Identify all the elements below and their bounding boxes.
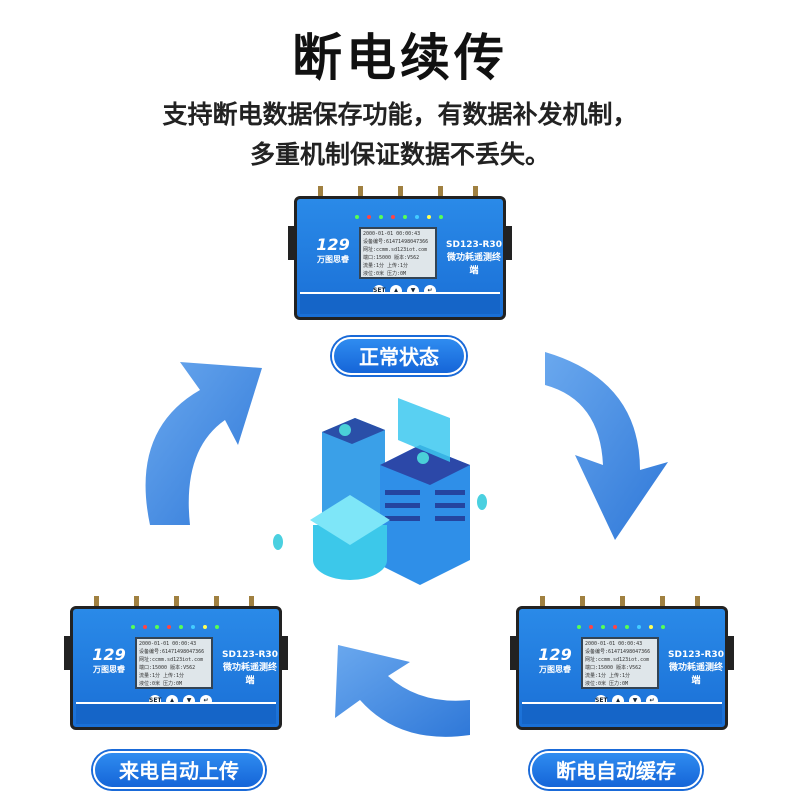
screen-line: 端口:15000 版本:V562 (585, 665, 642, 671)
antenna (214, 596, 219, 608)
screen-line: 设备编号:61471498047366 (585, 649, 651, 655)
antenna (249, 596, 254, 608)
screen-line: 流量:1分 上传:1分 (585, 673, 631, 679)
screen-line: 液位:0米 压力:0M (585, 681, 629, 687)
screen-line: 端口:15000 版本:V562 (139, 665, 196, 671)
page-title: 断电续传 (292, 29, 508, 87)
terminal-block (76, 702, 276, 724)
status-leds (577, 625, 665, 629)
antenna (358, 186, 363, 198)
screen-line: 液位:0米 压力:0M (139, 681, 183, 687)
mount-ear (504, 226, 512, 260)
screen-line: 流量:1分 上传:1分 (139, 673, 185, 679)
screen-line: 网址:ccmm.sd123iot.com (363, 247, 428, 253)
screen-line: 端口:15000 版本:V562 (363, 255, 420, 261)
screen-line: 2000-01-01 00:00:43 (363, 231, 421, 237)
mount-ear (288, 226, 296, 260)
antenna (438, 186, 443, 198)
antenna (660, 596, 665, 608)
terminal-block (300, 292, 500, 314)
antenna (580, 596, 585, 608)
lcd-screen: 2000-01-01 00:00:43 设备编号:61471498047366 网址… (581, 637, 659, 689)
screen-line: 液位:0米 压力:0M (363, 271, 407, 277)
subtitle-line-2: 多重机制保证数据不丢失。 (249, 140, 550, 169)
label-power-on-upload: 来电自动上传 (93, 751, 265, 789)
antenna (398, 186, 403, 198)
label-normal-state: 正常状态 (332, 337, 466, 375)
status-leds (131, 625, 219, 629)
cloud-server-illustration (273, 398, 487, 585)
subtitle-line-1: 支持断电数据保存功能，有数据补发机制， (162, 100, 638, 129)
arrow-bottom-left (335, 645, 470, 737)
mount-ear (510, 636, 518, 670)
status-leds (355, 215, 443, 219)
screen-line: 2000-01-01 00:00:43 (139, 641, 197, 647)
screen-line: 设备编号:61471498047366 (363, 239, 429, 245)
mount-ear (280, 636, 288, 670)
antenna (620, 596, 625, 608)
lcd-screen: 2000-01-01 00:00:43 设备编号:61471498047366 网址… (359, 227, 437, 279)
screen-line: 设备编号:61471498047366 (139, 649, 205, 655)
terminal-block (522, 702, 722, 724)
screen-line: 2000-01-01 00:00:43 (585, 641, 643, 647)
antenna (174, 596, 179, 608)
arrow-left-up (145, 362, 262, 525)
antenna (473, 186, 478, 198)
antenna (94, 596, 99, 608)
label-power-off-cache: 断电自动缓存 (530, 751, 702, 789)
antenna (695, 596, 700, 608)
screen-line: 网址:ccmm.sd123iot.com (585, 657, 650, 663)
antenna (134, 596, 139, 608)
antenna (318, 186, 323, 198)
mount-ear (726, 636, 734, 670)
screen-line: 流量:1分 上传:1分 (363, 263, 409, 269)
screen-line: 网址:ccmm.sd123iot.com (139, 657, 204, 663)
antenna (540, 596, 545, 608)
arrow-right-down (545, 352, 668, 540)
lcd-screen: 2000-01-01 00:00:43 设备编号:61471498047366 网址… (135, 637, 213, 689)
mount-ear (64, 636, 72, 670)
